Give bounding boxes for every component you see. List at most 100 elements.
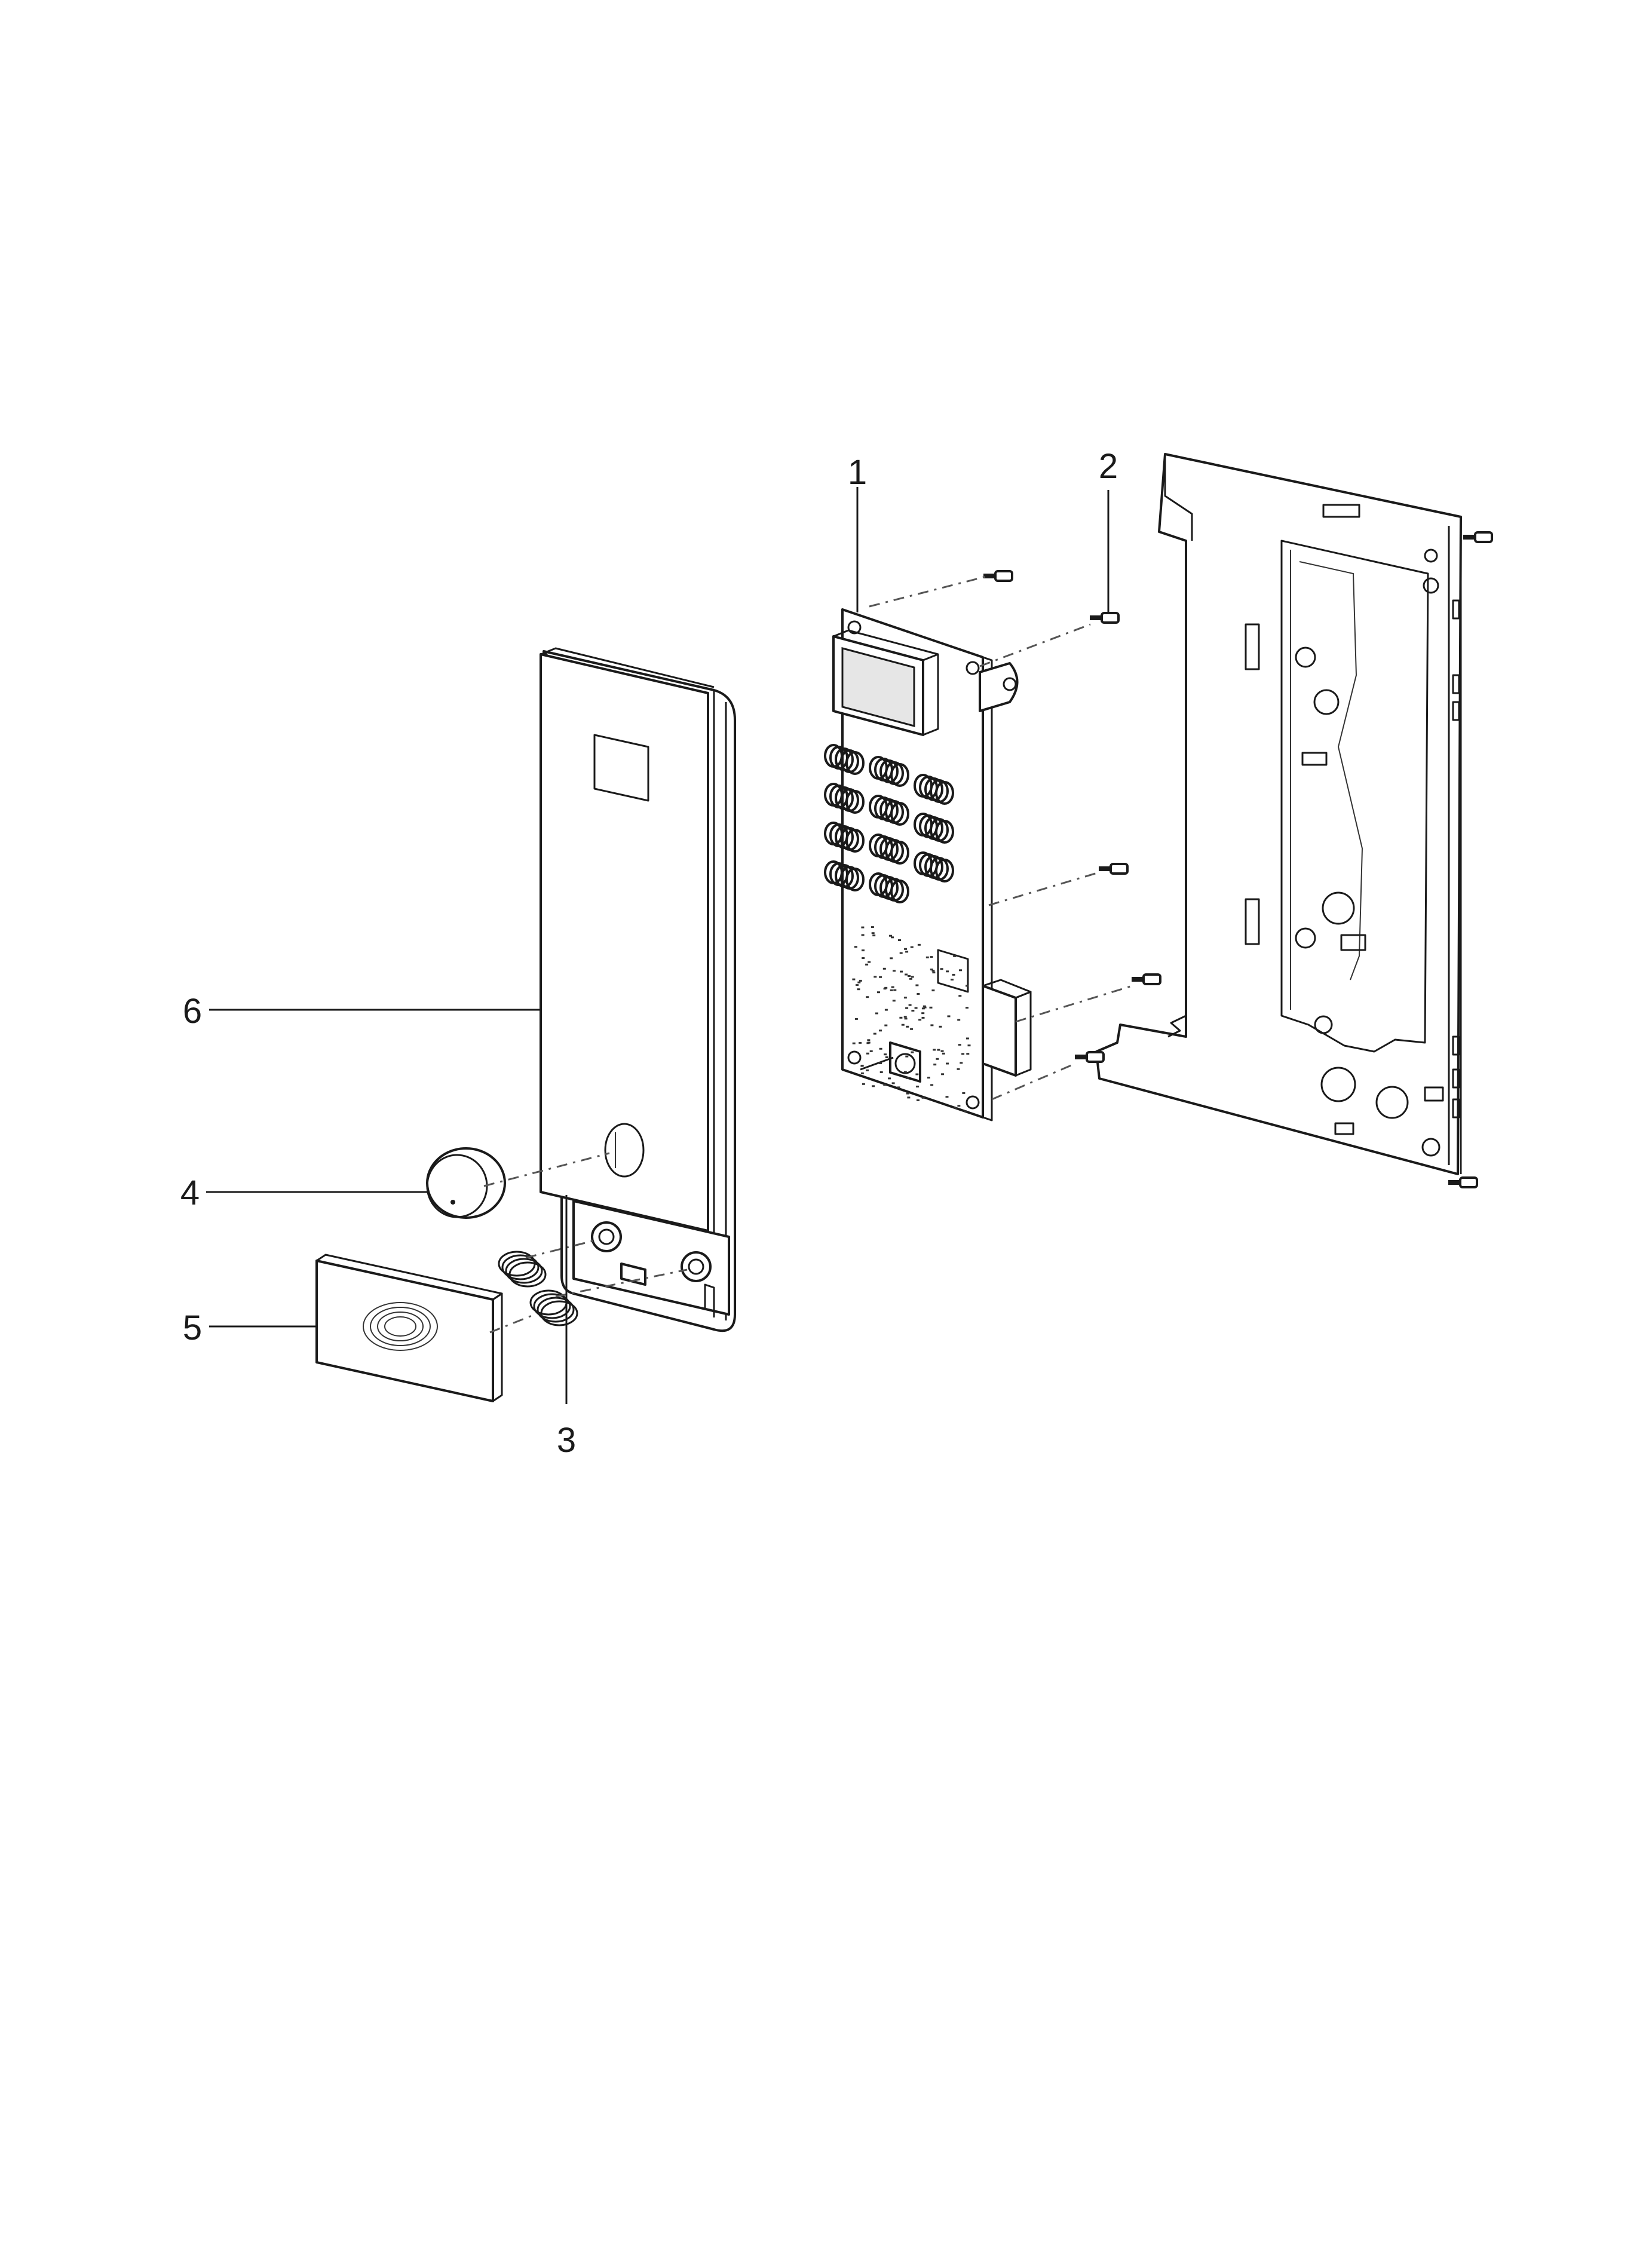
pcb-component bbox=[871, 932, 875, 934]
pcb-component bbox=[961, 1053, 965, 1055]
callout-6: 6 bbox=[183, 992, 202, 1031]
pcb-component bbox=[884, 1009, 888, 1011]
pcb-component bbox=[910, 946, 914, 948]
front-glass-panel bbox=[540, 647, 715, 1232]
pcb-component bbox=[911, 976, 914, 978]
pcb-component bbox=[966, 1053, 970, 1055]
pcb-component bbox=[911, 1010, 915, 1012]
pcb-component bbox=[921, 1012, 925, 1015]
pcb-component bbox=[936, 1058, 939, 1060]
pcb-component bbox=[904, 948, 908, 950]
pcb-component bbox=[884, 1053, 887, 1056]
pcb-component bbox=[904, 1018, 908, 1020]
pcb-component bbox=[958, 995, 962, 997]
pcb-component bbox=[873, 976, 877, 978]
callout-2: 2 bbox=[1099, 447, 1118, 486]
pcb-component bbox=[879, 1071, 883, 1073]
pcb-component bbox=[903, 1071, 907, 1073]
pcb-spring bbox=[824, 744, 865, 775]
pcb-component bbox=[957, 1068, 960, 1070]
pcb-spring bbox=[869, 872, 909, 903]
pcb-component bbox=[905, 1055, 909, 1058]
pcb-component bbox=[873, 1032, 876, 1035]
pcb-component bbox=[906, 1092, 909, 1095]
pcb-component bbox=[866, 1052, 869, 1055]
pcb-component bbox=[872, 934, 876, 937]
pcb-component bbox=[905, 1007, 909, 1009]
pcb-component bbox=[905, 951, 909, 953]
pcb-component bbox=[891, 936, 894, 939]
pcb-component bbox=[901, 1024, 905, 1026]
control-knob bbox=[426, 1147, 506, 1219]
pcb-component bbox=[892, 1000, 896, 1002]
pcb-component bbox=[869, 1050, 873, 1052]
pcb-component bbox=[916, 1086, 919, 1087]
pcb-component bbox=[862, 949, 865, 952]
pcb-spring bbox=[824, 860, 865, 891]
pcb-component bbox=[922, 1005, 926, 1007]
pcb-component bbox=[966, 1037, 969, 1040]
pcb-component bbox=[966, 985, 969, 987]
pcb-component bbox=[932, 972, 936, 974]
pcb-component bbox=[917, 943, 921, 946]
pcb-component bbox=[879, 1029, 882, 1032]
pcb-component bbox=[958, 1044, 961, 1046]
pcb-component bbox=[962, 1092, 966, 1094]
pcb-component bbox=[865, 963, 869, 966]
pcb-component bbox=[903, 997, 907, 999]
pcb-component bbox=[930, 969, 933, 971]
pcb-component bbox=[860, 1065, 864, 1067]
pcb-component bbox=[959, 969, 962, 972]
pcb-component bbox=[860, 1072, 864, 1074]
pcb-component bbox=[877, 991, 880, 994]
pcb-component bbox=[899, 952, 903, 954]
callout-4: 4 bbox=[180, 1173, 200, 1212]
pcb-components bbox=[852, 926, 971, 1113]
pcb-component bbox=[884, 1024, 888, 1026]
pcb-component bbox=[890, 989, 893, 991]
pcb-component bbox=[852, 1042, 856, 1044]
pcb-component bbox=[930, 956, 933, 958]
pcb-component bbox=[907, 1096, 911, 1099]
pcb-component bbox=[963, 1110, 967, 1113]
pcb-component bbox=[952, 973, 955, 976]
pcb-component bbox=[897, 1086, 900, 1089]
pcb-component bbox=[889, 934, 892, 937]
pcb-spring bbox=[824, 822, 865, 853]
pcb-component bbox=[931, 989, 935, 992]
pcb-component bbox=[861, 934, 865, 936]
pcb-component bbox=[867, 1041, 871, 1044]
pcb-spring bbox=[869, 834, 909, 865]
callout-1: 1 bbox=[848, 453, 867, 492]
pcb-component bbox=[906, 1077, 909, 1079]
pcb-component bbox=[923, 1006, 927, 1009]
pcb-component bbox=[885, 1056, 888, 1058]
pcb-component bbox=[957, 1019, 961, 1021]
pcb-component bbox=[879, 1047, 882, 1050]
callout-leaders bbox=[206, 487, 1109, 1404]
pcb-spring bbox=[914, 774, 954, 805]
pcb-component bbox=[872, 1085, 875, 1087]
pcb-component bbox=[890, 957, 893, 960]
pcb-component bbox=[908, 1004, 912, 1006]
pcb-component bbox=[857, 981, 861, 983]
pcb-component bbox=[875, 1012, 878, 1015]
assembly-lines-front bbox=[483, 1152, 688, 1334]
pcb-component bbox=[852, 978, 856, 980]
pcb-spring bbox=[914, 813, 954, 844]
pcb-component bbox=[879, 1062, 882, 1064]
pcb-component bbox=[940, 1050, 944, 1052]
callout-3: 3 bbox=[557, 1421, 576, 1460]
pcb-screws bbox=[983, 570, 1161, 1063]
pcb-component bbox=[867, 1039, 871, 1041]
pcb-component bbox=[957, 1105, 961, 1107]
assembly-lines-pcb bbox=[869, 575, 1133, 1101]
pcb-component bbox=[866, 996, 869, 998]
pcb-component bbox=[915, 1073, 919, 1075]
pcb-component bbox=[921, 1016, 925, 1019]
pcb-component bbox=[909, 978, 912, 980]
pcb-component bbox=[946, 1062, 949, 1065]
pcb-component bbox=[933, 1064, 937, 1066]
pcb-component bbox=[947, 1015, 951, 1018]
